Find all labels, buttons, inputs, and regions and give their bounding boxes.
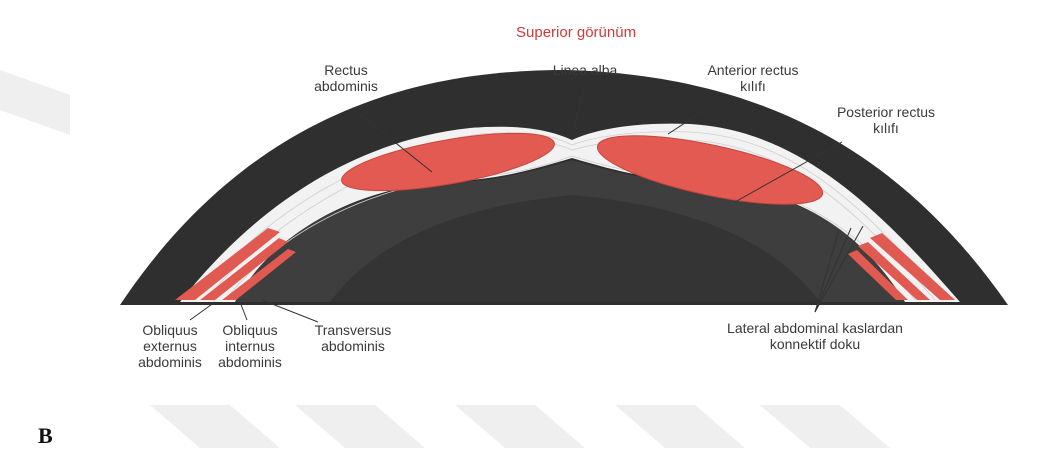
label-linea-alba: Linea alba: [540, 62, 630, 78]
watermark-shape: [455, 405, 585, 448]
label-anterior-rectus-sheath-text: Anterior rectus kılıfı: [707, 62, 798, 94]
watermark-shape: [295, 405, 425, 448]
label-rectus-abdominis-text: Rectus abdominis: [314, 62, 378, 94]
diagram-title: Superior görünüm: [516, 24, 636, 41]
figure-letter: B: [38, 424, 53, 448]
label-obliquus-internus-text: Obliquus internus abdominis: [218, 322, 282, 370]
watermark-shape: [615, 405, 745, 448]
label-linea-alba-text: Linea alba: [553, 62, 618, 78]
label-obliquus-internus: Obliquus internus abdominis: [210, 322, 290, 370]
label-posterior-rectus-sheath: Posterior rectus kılıfı: [816, 104, 956, 136]
label-lateral-connective-text: Lateral abdominal kaslardan konnektif do…: [727, 320, 903, 352]
label-transversus-text: Transversus abdominis: [315, 322, 392, 354]
watermark-shape: [0, 70, 70, 135]
watermark-shape: [760, 405, 890, 448]
label-posterior-rectus-sheath-text: Posterior rectus kılıfı: [837, 104, 935, 136]
label-anterior-rectus-sheath: Anterior rectus kılıfı: [688, 62, 818, 94]
label-obliquus-externus: Obliquus externus abdominis: [125, 322, 215, 370]
label-rectus-abdominis: Rectus abdominis: [296, 62, 396, 94]
label-transversus: Transversus abdominis: [298, 322, 408, 354]
watermark-shape: [150, 405, 280, 448]
label-obliquus-externus-text: Obliquus externus abdominis: [138, 322, 202, 370]
label-lateral-connective: Lateral abdominal kaslardan konnektif do…: [690, 320, 940, 352]
